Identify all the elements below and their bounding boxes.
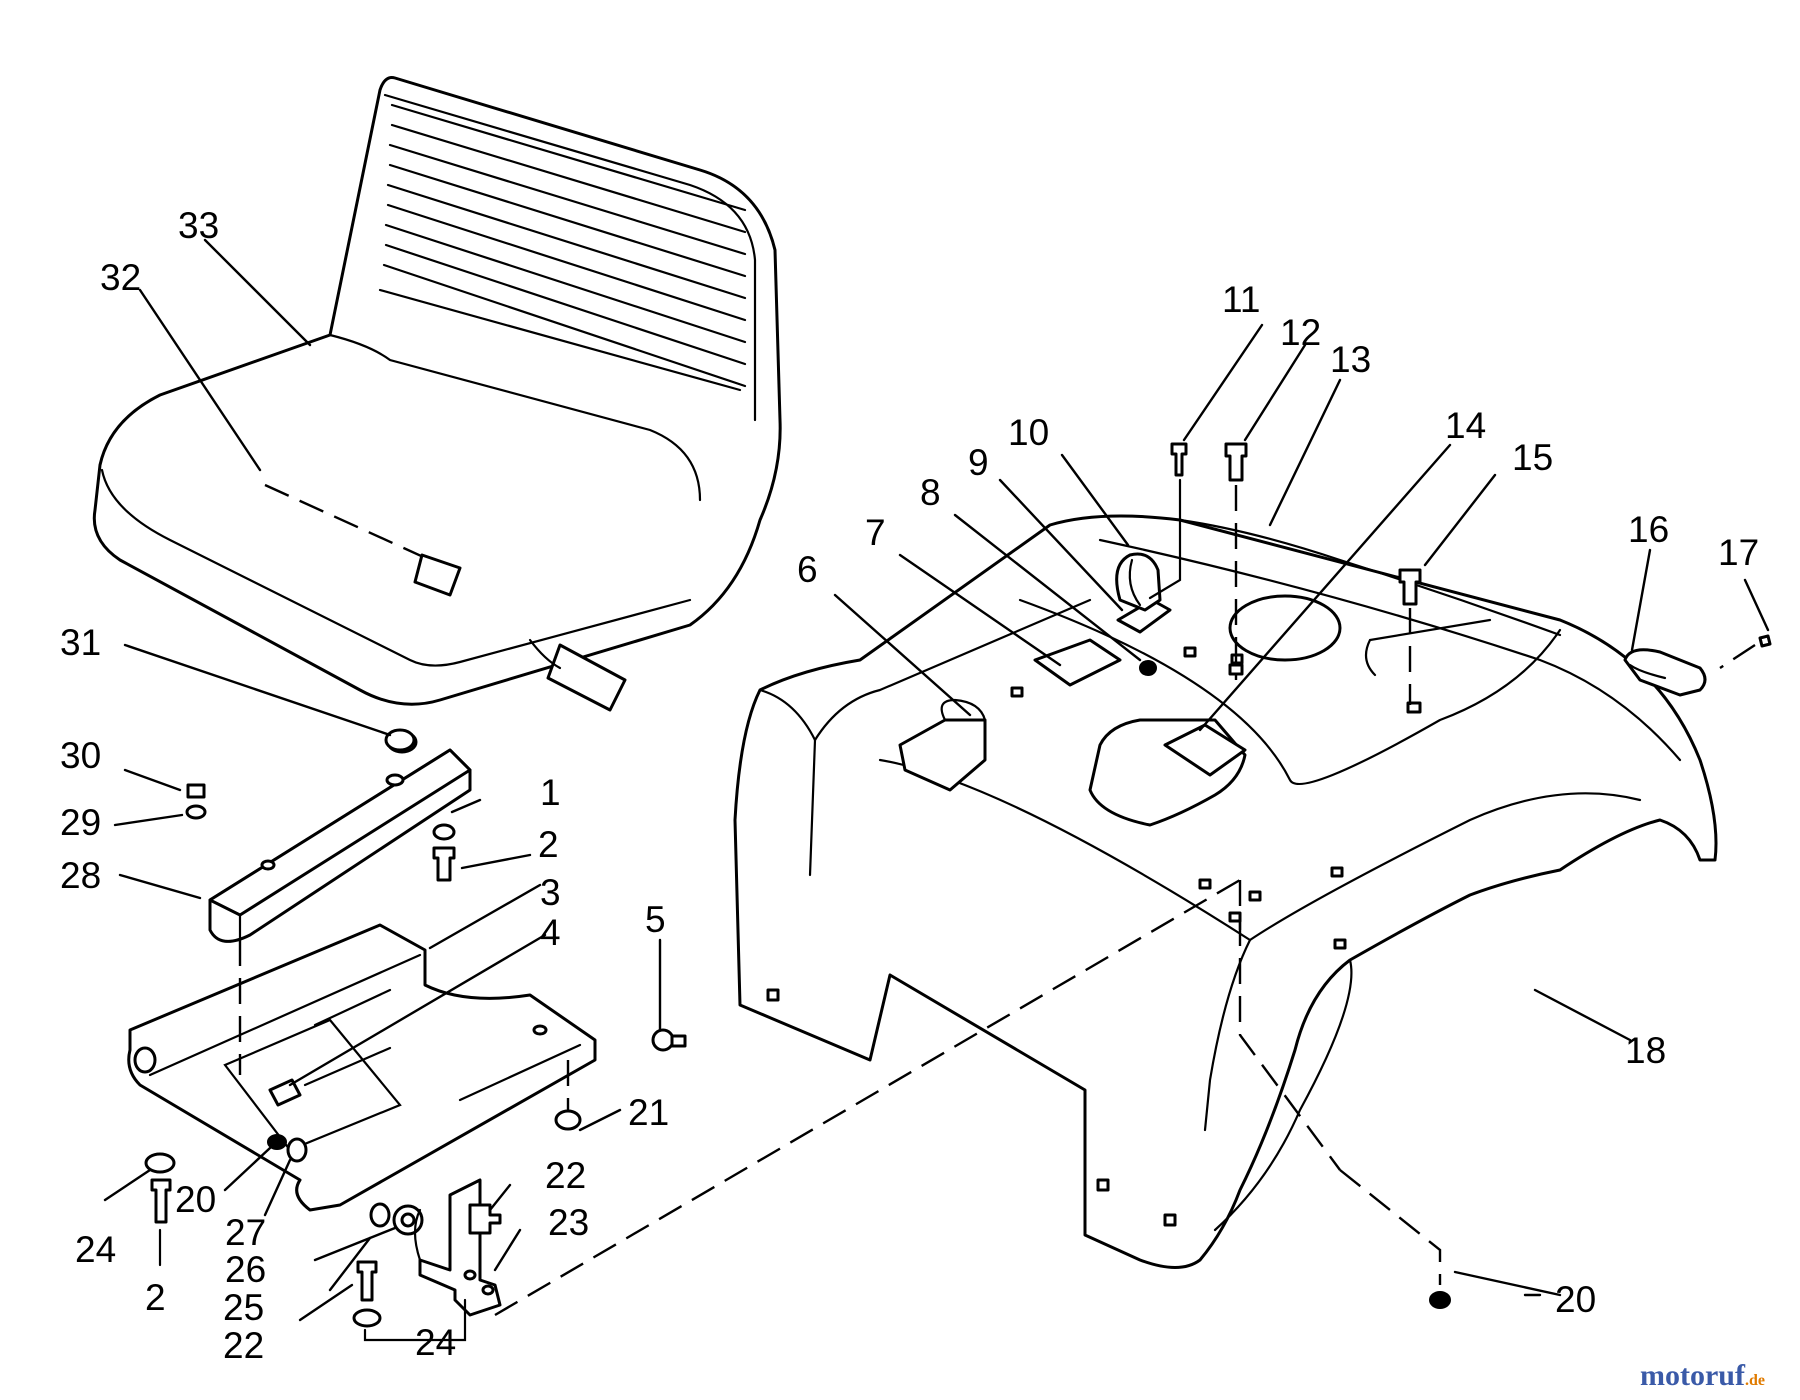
callout-21: 21 [628, 1092, 669, 1133]
callout-2: 2 [538, 824, 559, 865]
callout-27: 27 [225, 1212, 266, 1253]
hardware-right [494, 442, 1772, 1317]
callout-14: 14 [1445, 405, 1486, 446]
callout-8: 8 [920, 472, 941, 513]
fender-holes [766, 646, 1422, 1227]
callout-31: 31 [60, 622, 101, 663]
callout-5: 5 [645, 899, 666, 940]
callout-33: 33 [178, 205, 219, 246]
callout-32: 32 [100, 257, 141, 298]
callout-29: 29 [60, 802, 101, 843]
callout-20: 20 [175, 1179, 216, 1220]
callout-22: 22 [545, 1155, 586, 1196]
callout-20: 20 [1555, 1279, 1596, 1320]
callout-25: 25 [223, 1287, 264, 1328]
callout-15: 15 [1512, 437, 1553, 478]
leader-lines [103, 238, 1770, 1322]
callout-7: 7 [865, 512, 886, 553]
callout-24: 24 [415, 1322, 456, 1363]
callout-3: 3 [540, 872, 561, 913]
callout-26: 26 [225, 1249, 266, 1290]
hardware-left [144, 728, 582, 1342]
callout-17: 17 [1718, 532, 1759, 573]
callout-28: 28 [60, 855, 101, 896]
watermark-logo: motoruf.de [1640, 1359, 1765, 1392]
callout-4: 4 [540, 912, 561, 953]
seat [92, 76, 782, 712]
callout-16: 16 [1628, 509, 1669, 550]
callout-13: 13 [1330, 339, 1371, 380]
callout-30: 30 [60, 735, 101, 776]
seat-pan [127, 923, 597, 1212]
fender [733, 514, 1718, 1269]
callout-10: 10 [1008, 412, 1049, 453]
callout-12: 12 [1280, 312, 1321, 353]
callout-1: 1 [540, 772, 561, 813]
callout-22: 22 [223, 1325, 264, 1366]
callout-11: 11 [1222, 279, 1260, 320]
callout-2: 2 [145, 1277, 166, 1318]
callout-6: 6 [797, 549, 818, 590]
svg-text:motoruf.de: motoruf.de [1640, 1359, 1765, 1392]
callouts: 1 2 2 3 4 5 6 7 8 9 10 11 12 13 14 15 16… [60, 205, 1759, 1366]
watermark-text: motoruf [1640, 1359, 1746, 1392]
watermark-suffix: .de [1745, 1372, 1765, 1389]
callout-9: 9 [968, 442, 989, 483]
callout-18: 18 [1625, 1030, 1666, 1071]
callout-24: 24 [75, 1229, 116, 1270]
seat-back-ribs [382, 103, 747, 388]
seat-bracket [208, 730, 472, 943]
callout-23: 23 [548, 1202, 589, 1243]
